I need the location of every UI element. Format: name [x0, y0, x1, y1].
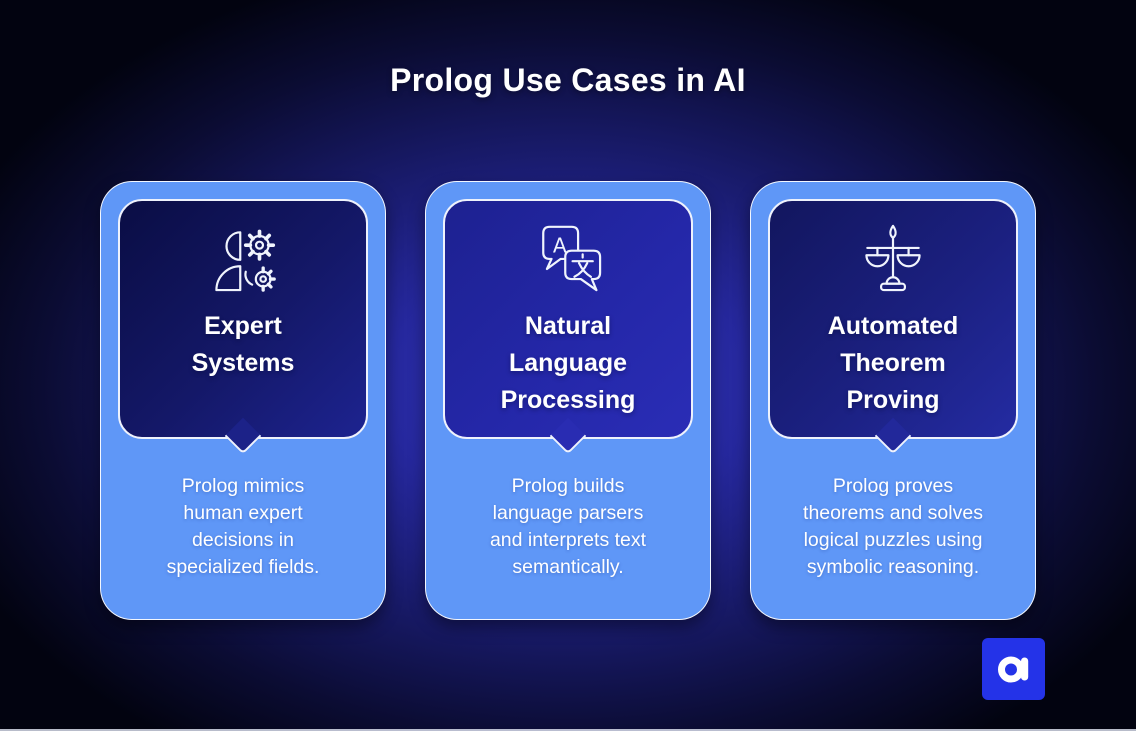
pointer-tail [224, 417, 262, 455]
card-natural-language-processing: A Natural Language Processing Prolog bui… [425, 181, 711, 620]
card-title: Automated Theorem Proving [827, 312, 959, 414]
card-automated-theorem-proving: Automated Theorem Proving Prolog proves … [750, 181, 1036, 620]
card-expert-systems: Expert Systems Prolog mimics human exper… [100, 181, 386, 620]
translation-speech-bubbles-icon: A [523, 213, 613, 303]
card-title: Natural Language Processing [500, 312, 636, 414]
bottom-edge-line [0, 729, 1136, 731]
card-header-panel: A Natural Language Processing [443, 199, 693, 455]
card-description: Prolog mimics human expert decisions in … [166, 475, 320, 578]
brand-logo [982, 638, 1045, 700]
card-header-panel: Automated Theorem Proving [768, 199, 1018, 455]
svg-text:A: A [553, 234, 567, 258]
card-description: Prolog proves theorems and solves logica… [803, 475, 983, 578]
card-title: Expert Systems [191, 312, 295, 377]
pointer-tail [874, 417, 912, 455]
letter-a-logo-icon [997, 656, 1028, 683]
pointer-tail [549, 417, 587, 455]
card-description: Prolog builds language parsers and inter… [489, 475, 647, 578]
balance-scales-icon [848, 213, 938, 303]
page-title: Prolog Use Cases in AI [390, 62, 746, 98]
cards-row: Expert Systems Prolog mimics human exper… [100, 181, 1036, 620]
expert-system-person-gears-icon [198, 213, 288, 303]
card-header-panel: Expert Systems [118, 199, 368, 455]
